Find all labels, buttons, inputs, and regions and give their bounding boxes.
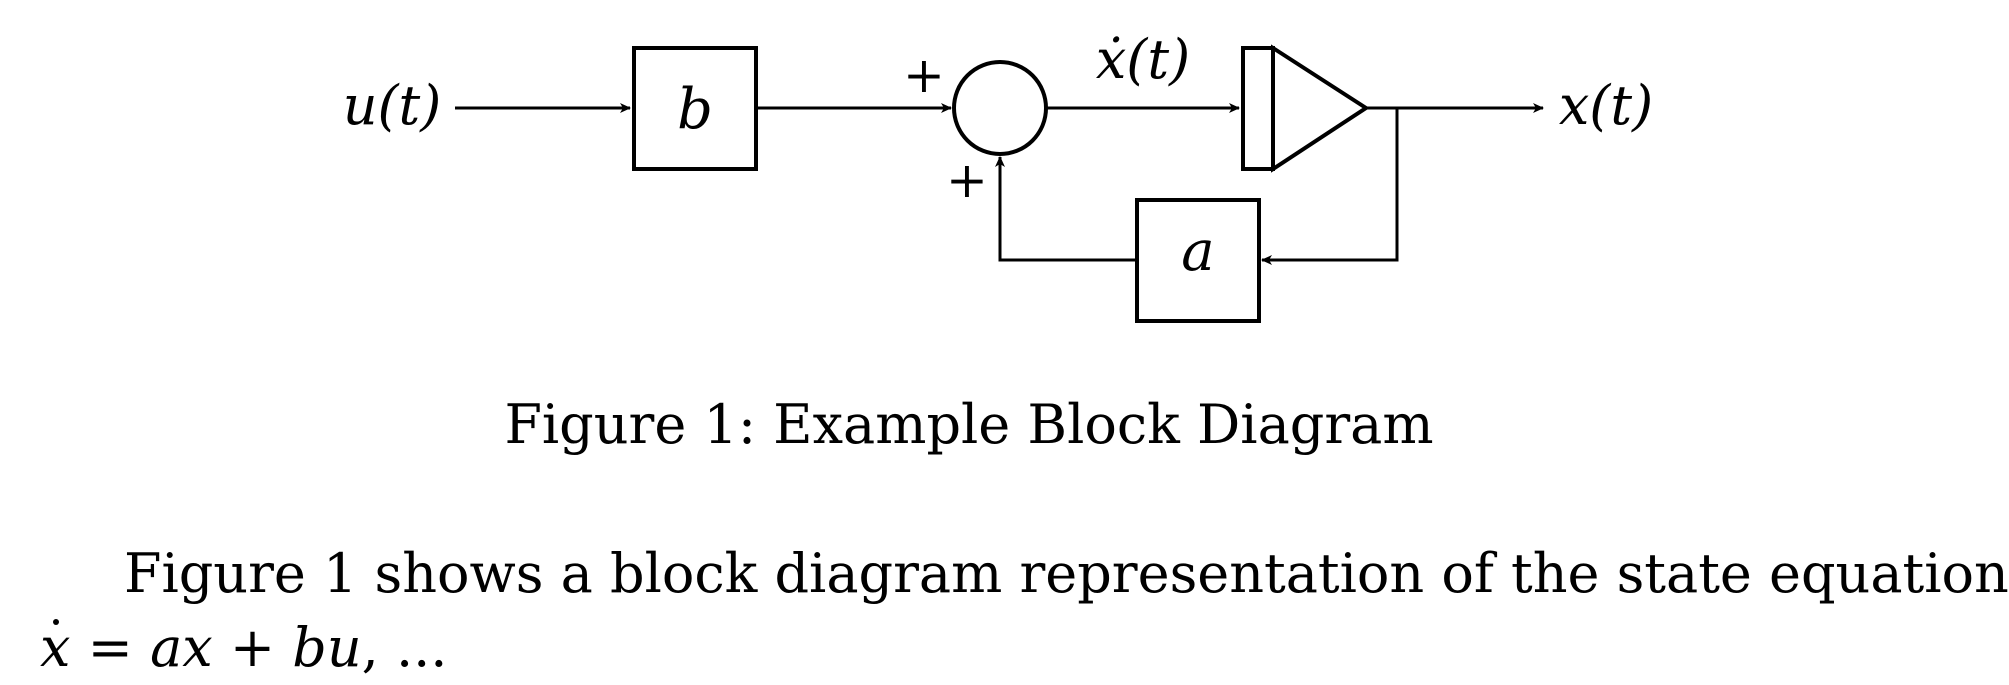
block-diagram: u(t) b + + ẋ(t) x(t) a	[343, 28, 1653, 323]
gain-block-a-label: a	[1181, 219, 1214, 284]
derivative-signal-label: ẋ(t)	[1096, 28, 1190, 91]
sum-plus-top: +	[903, 46, 945, 104]
a-to-sum-line	[995, 156, 1137, 262]
figure-caption: Figure 1: Example Block Diagram	[504, 393, 1434, 456]
summing-junction	[952, 60, 1048, 156]
integrator-triangle	[1271, 44, 1370, 173]
paragraph-line-2: x = ax + bu, ...	[40, 611, 1910, 685]
feedback-to-a-line	[1261, 108, 1399, 265]
body-paragraph: Figure 1 shows a block diagram represent…	[40, 537, 2009, 685]
equation-lhs: x	[40, 611, 70, 685]
paragraph-line-1: Figure 1 shows a block diagram represent…	[124, 542, 2009, 605]
equation-trailing: , ...	[361, 616, 448, 679]
equation-rhs: ax + bu	[150, 616, 362, 679]
gain-block-b-label: b	[677, 77, 713, 142]
equation-equals: =	[87, 616, 133, 679]
output-signal-label: x(t)	[1559, 74, 1653, 137]
sum-plus-bottom: +	[946, 151, 988, 209]
integrator-bar	[1241, 46, 1275, 171]
input-signal-label: u(t)	[343, 74, 442, 137]
